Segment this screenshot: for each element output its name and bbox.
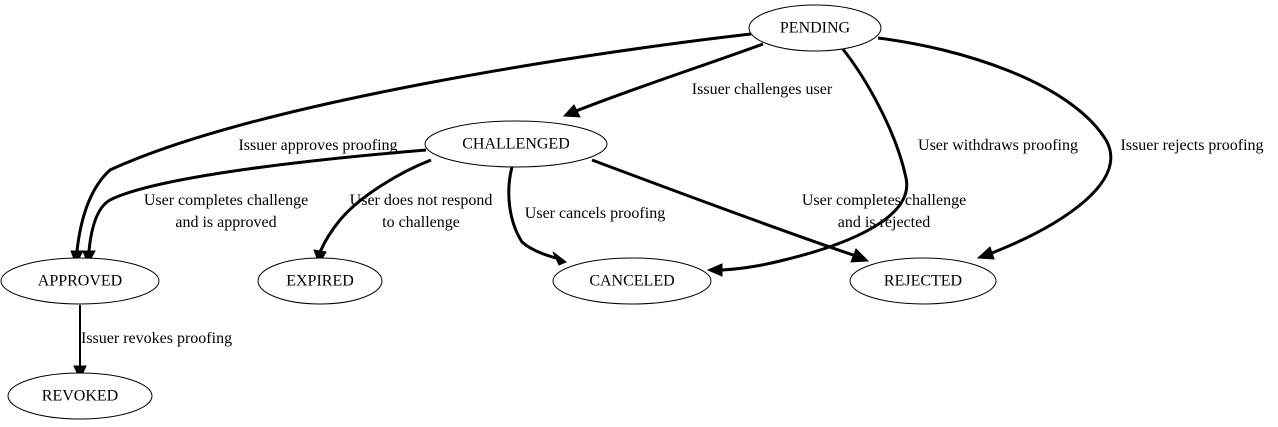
edge-approved-to-revoked: Issuer revokes proofing bbox=[73, 305, 232, 381]
edge-label-user-does-not-respond-line1: User does not respond bbox=[350, 192, 493, 209]
node-challenged-label: CHALLENGED bbox=[462, 136, 570, 153]
edge-challenged-to-rejected: User completes challenge and is rejected bbox=[591, 158, 966, 263]
node-rejected-ellipse[interactable] bbox=[849, 257, 997, 305]
edge-label-user-completes-challenge-rejected-line1: User completes challenge bbox=[802, 192, 966, 209]
edge-label-user-completes-challenge-approved-line1: User completes challenge bbox=[144, 192, 308, 209]
node-approved-ellipse[interactable] bbox=[0, 257, 160, 305]
node-expired-ellipse[interactable] bbox=[257, 257, 383, 305]
edge-path-challenged-canceled bbox=[507, 166, 557, 260]
arrowhead-challenged-in bbox=[562, 104, 581, 118]
edge-path-challenged-expired bbox=[318, 158, 432, 253]
node-pending-ellipse[interactable] bbox=[748, 4, 882, 52]
node-approved-label: APPROVED bbox=[38, 273, 122, 290]
edge-path-pending-challenged bbox=[575, 42, 764, 113]
node-challenged-ellipse[interactable] bbox=[424, 120, 608, 168]
arrowhead-rejected-in-left bbox=[850, 248, 870, 263]
edge-label-issuer-revokes-proofing: Issuer revokes proofing bbox=[81, 330, 232, 347]
edge-pending-to-rejected: Issuer rejects proofing bbox=[877, 36, 1264, 260]
edge-pending-to-canceled: User withdraws proofing bbox=[706, 47, 1078, 277]
edge-path-pending-rejected bbox=[877, 36, 1113, 255]
node-approved[interactable]: APPROVED bbox=[0, 257, 160, 305]
edge-label-user-completes-challenge-rejected-line2: and is rejected bbox=[838, 214, 930, 231]
edge-pending-to-challenged: Issuer challenges user bbox=[562, 42, 833, 118]
node-pending-label: PENDING bbox=[780, 20, 851, 37]
node-rejected-label: REJECTED bbox=[884, 273, 962, 290]
edge-label-user-withdraws-proofing: User withdraws proofing bbox=[918, 137, 1078, 154]
arrowhead-canceled-in-left bbox=[552, 251, 567, 266]
node-rejected[interactable]: REJECTED bbox=[849, 257, 997, 305]
node-canceled-label: CANCELED bbox=[589, 273, 674, 290]
node-expired[interactable]: EXPIRED bbox=[257, 257, 383, 305]
node-pending[interactable]: PENDING bbox=[748, 4, 882, 52]
node-canceled-ellipse[interactable] bbox=[552, 257, 712, 305]
arrowhead-approved-in-right bbox=[82, 250, 96, 266]
edge-label-user-completes-challenge-approved-line2: and is approved bbox=[175, 214, 276, 231]
edge-path-pending-canceled bbox=[721, 47, 909, 272]
node-expired-label: EXPIRED bbox=[286, 273, 354, 290]
arrowhead-canceled-in-right bbox=[706, 263, 723, 277]
edge-label-user-cancels-proofing: User cancels proofing bbox=[525, 205, 665, 222]
edge-path-challenged-rejected bbox=[591, 158, 857, 258]
node-revoked-ellipse[interactable] bbox=[7, 372, 153, 420]
edge-label-issuer-challenges-user: Issuer challenges user bbox=[692, 81, 833, 98]
edge-challenged-to-canceled: User cancels proofing bbox=[507, 166, 665, 266]
node-revoked-label: REVOKED bbox=[42, 388, 118, 405]
edge-path-pending-approved bbox=[75, 32, 752, 252]
arrowhead-rejected-in-right bbox=[976, 246, 995, 260]
edge-label-issuer-approves-proofing: Issuer approves proofing bbox=[238, 137, 397, 154]
node-canceled[interactable]: CANCELED bbox=[552, 257, 712, 305]
node-challenged[interactable]: CHALLENGED bbox=[424, 120, 608, 168]
edge-pending-to-approved: Issuer approves proofing bbox=[70, 32, 752, 266]
edge-challenged-to-approved: User completes challenge and is approved bbox=[82, 148, 427, 266]
edge-label-issuer-rejects-proofing: Issuer rejects proofing bbox=[1120, 137, 1263, 154]
edge-challenged-to-expired: User does not respond to challenge bbox=[313, 158, 493, 266]
edge-label-user-does-not-respond-line2: to challenge bbox=[382, 214, 460, 231]
node-revoked[interactable]: REVOKED bbox=[7, 372, 153, 420]
edge-path-challenged-approved bbox=[87, 148, 427, 252]
arrowhead-approved-in-left bbox=[70, 250, 84, 266]
